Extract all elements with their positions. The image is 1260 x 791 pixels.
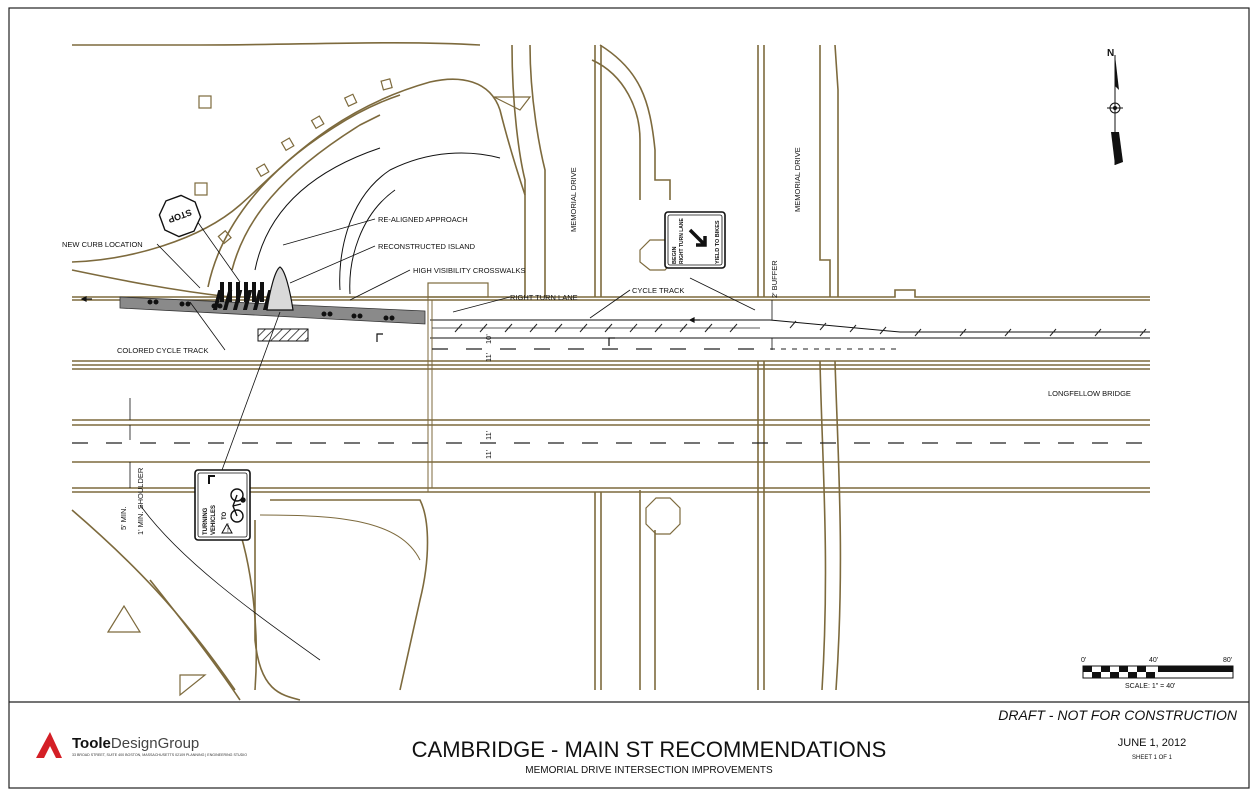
svg-text:0': 0' (1081, 657, 1086, 664)
svg-text:YIELD: YIELD (226, 522, 230, 532)
svg-text:TO: TO (222, 511, 228, 520)
toole-design-logo: TooleDesignGroup 33 BROAD STREET, SUITE … (36, 732, 247, 758)
callout-crosswalks: HIGH VISIBILITY CROSSWALKS (413, 266, 526, 275)
label-memorial-drive-2: MEMORIAL DRIVE (793, 147, 802, 212)
roadway-linework (71, 41, 1150, 701)
logo-mark-icon (36, 732, 62, 758)
svg-text:BEGIN: BEGIN (672, 247, 678, 264)
svg-text:TURNING: TURNING (203, 507, 209, 535)
label-shoulder: 1' MIN. SHOULDER (136, 467, 145, 535)
callout-cycle-track: CYCLE TRACK (632, 286, 684, 295)
dim-lane-11a: 11' (484, 352, 493, 362)
svg-text:TooleDesignGroup: TooleDesignGroup (72, 735, 199, 752)
label-longfellow-bridge: LONGFELLOW BRIDGE (1048, 389, 1131, 398)
svg-text:PLANNING | ENGINEERING STUDIO: PLANNING | ENGINEERING STUDIO (186, 753, 247, 757)
drawing-subtitle: MEMORIAL DRIVE INTERSECTION IMPROVEMENTS (525, 765, 773, 776)
callout-right-turn-lane: RIGHT TURN LANE (510, 293, 578, 302)
yield-triangle-icon (221, 522, 233, 534)
callout-colored-cycle-track: COLORED CYCLE TRACK (117, 346, 209, 355)
drawing-title: CAMBRIDGE - MAIN ST RECOMMENDATIONS (412, 737, 887, 762)
drawing-date: JUNE 1, 2012 (1118, 737, 1186, 749)
svg-text:VEHICLES: VEHICLES (211, 505, 217, 535)
callout-new-curb: NEW CURB LOCATION (62, 240, 143, 249)
callout-realigned-approach: RE-ALIGNED APPROACH (378, 215, 468, 224)
dim-lane-11c: 11' (484, 449, 493, 459)
high-visibility-crosswalks (212, 282, 273, 310)
svg-text:SCALE: 1" = 40': SCALE: 1" = 40' (1125, 683, 1175, 690)
turning-vehicles-yield-sign: TURNING VEHICLES YIELD TO (194, 469, 251, 541)
callout-leaders (129, 213, 773, 661)
stop-sign: STOP (158, 194, 202, 238)
diagonal-arrow-icon (688, 228, 707, 247)
svg-text:RIGHT TURN LANE: RIGHT TURN LANE (679, 218, 685, 264)
right-turn-lane-sign: BEGIN RIGHT TURN LANE YIELD TO BIKES (664, 211, 726, 269)
reconstructed-island (266, 266, 294, 311)
label-shoulder-min: 5' MIN. (119, 506, 128, 530)
svg-text:40': 40' (1149, 657, 1158, 664)
site-features (106, 78, 681, 697)
callout-reconstructed-island: RECONSTRUCTED ISLAND (378, 242, 476, 251)
label-memorial-drive-1: MEMORIAL DRIVE (569, 167, 578, 232)
turn-arrow-icon (208, 475, 215, 484)
svg-text:80': 80' (1223, 657, 1232, 664)
sheet-border (8, 7, 1250, 789)
svg-text:33 BROAD STREET, SUITE 400 BOS: 33 BROAD STREET, SUITE 400 BOSTON, MASSA… (72, 753, 185, 757)
scale-bar: 0' 40' 80' SCALE: 1" = 40' (1081, 657, 1234, 690)
draft-stamp: DRAFT - NOT FOR CONSTRUCTION (998, 707, 1238, 723)
svg-text:YIELD TO BIKES: YIELD TO BIKES (715, 220, 721, 264)
lane-arrows (80, 296, 700, 346)
bicycle-icon (230, 488, 246, 523)
north-arrow: N (1107, 48, 1123, 165)
svg-text:N: N (1107, 48, 1114, 59)
dim-lane-11b: 11' (484, 430, 493, 440)
label-buffer: 2' BUFFER (770, 260, 779, 298)
sheet-number: SHEET 1 OF 1 (1132, 755, 1173, 761)
dim-lane-10: 10' (484, 334, 493, 344)
title-block: DRAFT - NOT FOR CONSTRUCTION CAMBRIDGE -… (412, 707, 1238, 776)
